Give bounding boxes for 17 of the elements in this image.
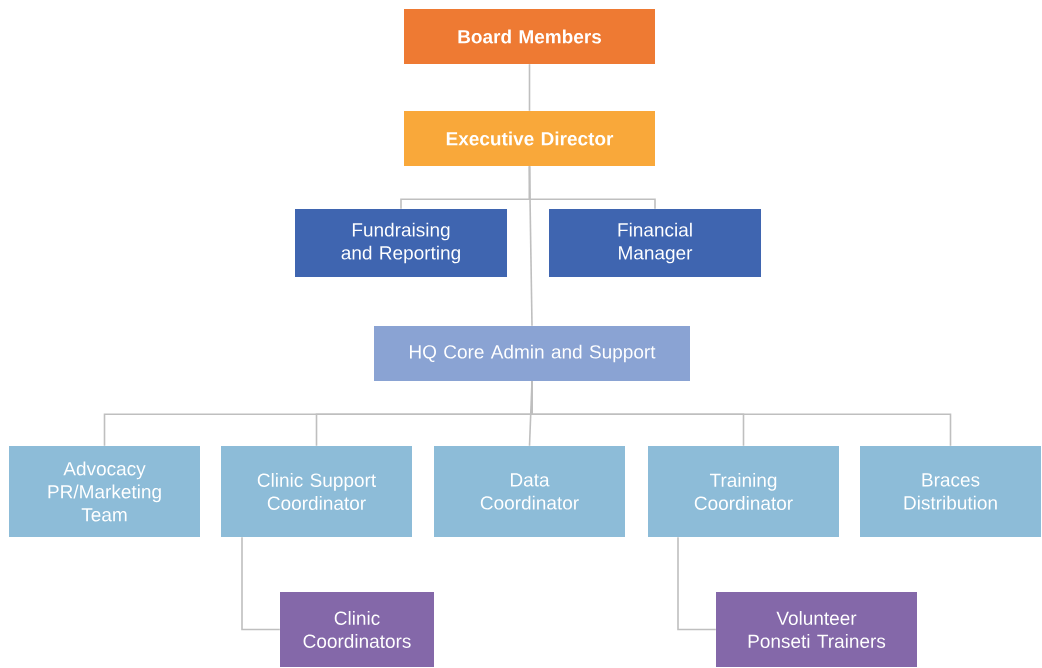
org-box: Advocacy PR/Marketing Team — [9, 446, 200, 537]
org-box: Clinic Support Coordinator — [221, 446, 412, 537]
org-box: Training Coordinator — [648, 446, 839, 537]
org-box: Volunteer Ponseti Trainers — [716, 592, 917, 667]
connector-line — [531, 380, 952, 447]
connector-line — [528, 165, 533, 327]
org-box: Braces Distribution — [860, 446, 1041, 537]
org-box: Clinic Coordinators — [280, 592, 434, 667]
org-box: HQ Core Admin and Support — [374, 326, 690, 381]
org-box: Executive Director — [404, 111, 655, 166]
org-box: Data Coordinator — [434, 446, 625, 537]
org-box: Financial Manager — [549, 209, 761, 277]
org-box: Fundraising and Reporting — [295, 209, 507, 277]
org-box: Board Members — [404, 9, 655, 64]
connector-line — [241, 536, 281, 631]
connector-line — [528, 63, 531, 112]
connector-line — [677, 536, 717, 631]
